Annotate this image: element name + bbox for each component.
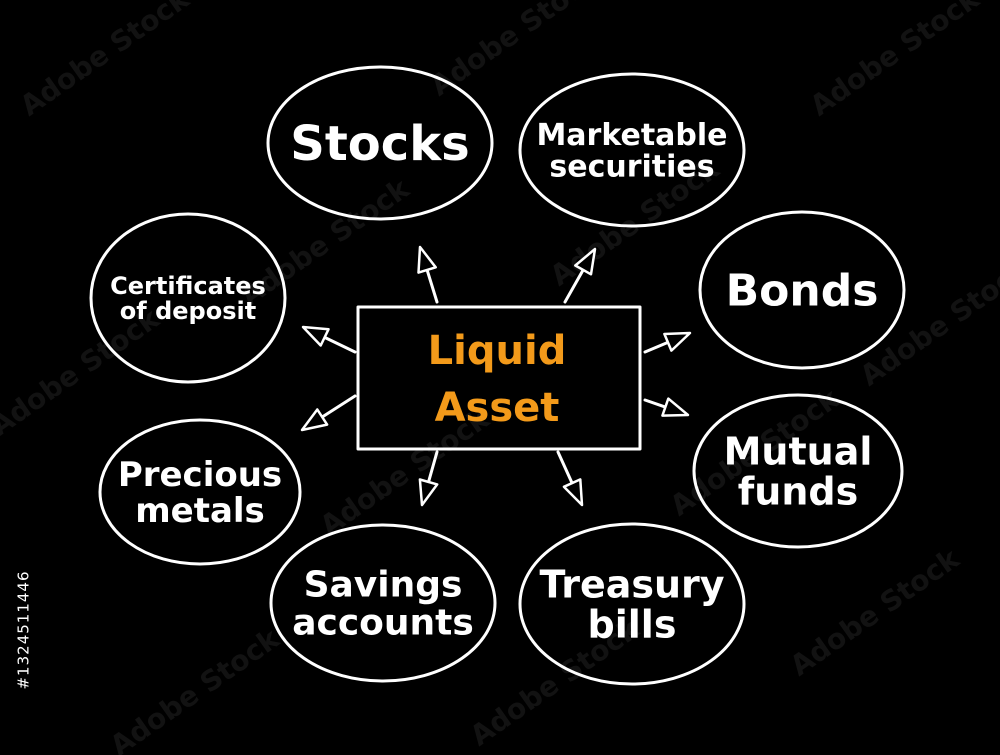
watermark-text: Adobe Stock <box>14 0 196 122</box>
node-stocks-label-line-1: Stocks <box>290 116 469 172</box>
node-stocks: Stocks <box>266 65 494 221</box>
center-label-line-1: Liquid <box>428 328 567 374</box>
node-mutual-funds-label-line-2: funds <box>738 469 858 513</box>
watermark-text: Adobe Stock <box>104 621 286 755</box>
node-certificates-of-deposit-label-line-1: Certificates <box>110 272 266 300</box>
connector-arrow-1 <box>417 245 439 304</box>
node-bonds-ellipse <box>698 210 906 370</box>
connector-arrow-2 <box>563 247 597 304</box>
arrow-head <box>417 245 437 274</box>
node-savings-accounts-label-line-2: accounts <box>292 603 474 644</box>
connector-line <box>425 268 439 304</box>
watermark-text: Adobe Stock <box>784 541 966 682</box>
connector-arrow-4 <box>643 397 690 417</box>
center-node: Liquid Asset <box>356 305 642 451</box>
node-stocks-ellipse <box>266 65 494 221</box>
node-bonds-label-line-1: Bonds <box>726 265 879 316</box>
node-bonds: Bonds <box>698 210 906 370</box>
connector-line <box>320 394 357 419</box>
node-treasury-bills-label-line-1: Treasury <box>539 562 724 606</box>
node-mutual-funds-label-line-1: Mutual <box>724 429 873 473</box>
node-marketable-securities-label-line-1: Marketable <box>536 118 727 153</box>
arrows-layer <box>300 245 692 507</box>
node-mutual-funds-ellipse <box>692 393 904 549</box>
arrow-head <box>663 331 692 352</box>
connector-arrow-3 <box>643 331 692 354</box>
connector-line <box>323 335 357 354</box>
connector-line <box>563 268 585 304</box>
connector-arrow-5 <box>556 450 584 507</box>
connector-line <box>427 450 439 484</box>
node-precious-metals-label-line-1: Precious <box>118 455 282 495</box>
image-id-text: #1324511446 <box>14 570 33 690</box>
node-precious-metals-label-line-2: metals <box>135 491 265 531</box>
node-savings-accounts-ellipse <box>269 523 497 683</box>
center-label-line-2: Asset <box>435 385 560 431</box>
arrow-head <box>574 247 597 276</box>
watermark-text: Adobe Stock <box>804 0 986 122</box>
connector-line <box>643 340 670 354</box>
connector-arrow-7 <box>300 394 357 432</box>
arrow-head <box>661 397 690 417</box>
arrow-head <box>562 478 584 507</box>
node-treasury-bills-label-line-2: bills <box>588 602 677 646</box>
node-savings-accounts-label-line-1: Savings <box>304 565 463 606</box>
watermark-text: Adobe Stock <box>424 0 606 102</box>
nodes-layer: Stocks MarketablesecuritiesBondsMutualfun… <box>89 65 906 686</box>
image-id-label: #1324511446 <box>8 515 38 745</box>
node-treasury-bills-ellipse <box>518 522 746 686</box>
arrow-head <box>300 408 329 432</box>
node-marketable-securities-ellipse <box>518 72 746 228</box>
arrow-head <box>418 478 439 507</box>
arrow-head <box>301 325 330 347</box>
connector-line <box>556 450 574 485</box>
connector-arrow-6 <box>418 450 439 507</box>
node-marketable-securities-label-line-2: securities <box>549 149 714 184</box>
connector-arrow-8 <box>301 325 357 354</box>
node-certificates-of-deposit-ellipse <box>89 212 287 384</box>
center-box <box>356 305 642 451</box>
node-precious-metals-ellipse <box>98 418 302 566</box>
node-certificates-of-deposit-label-line-2: of deposit <box>120 297 256 325</box>
connector-line <box>643 398 667 409</box>
